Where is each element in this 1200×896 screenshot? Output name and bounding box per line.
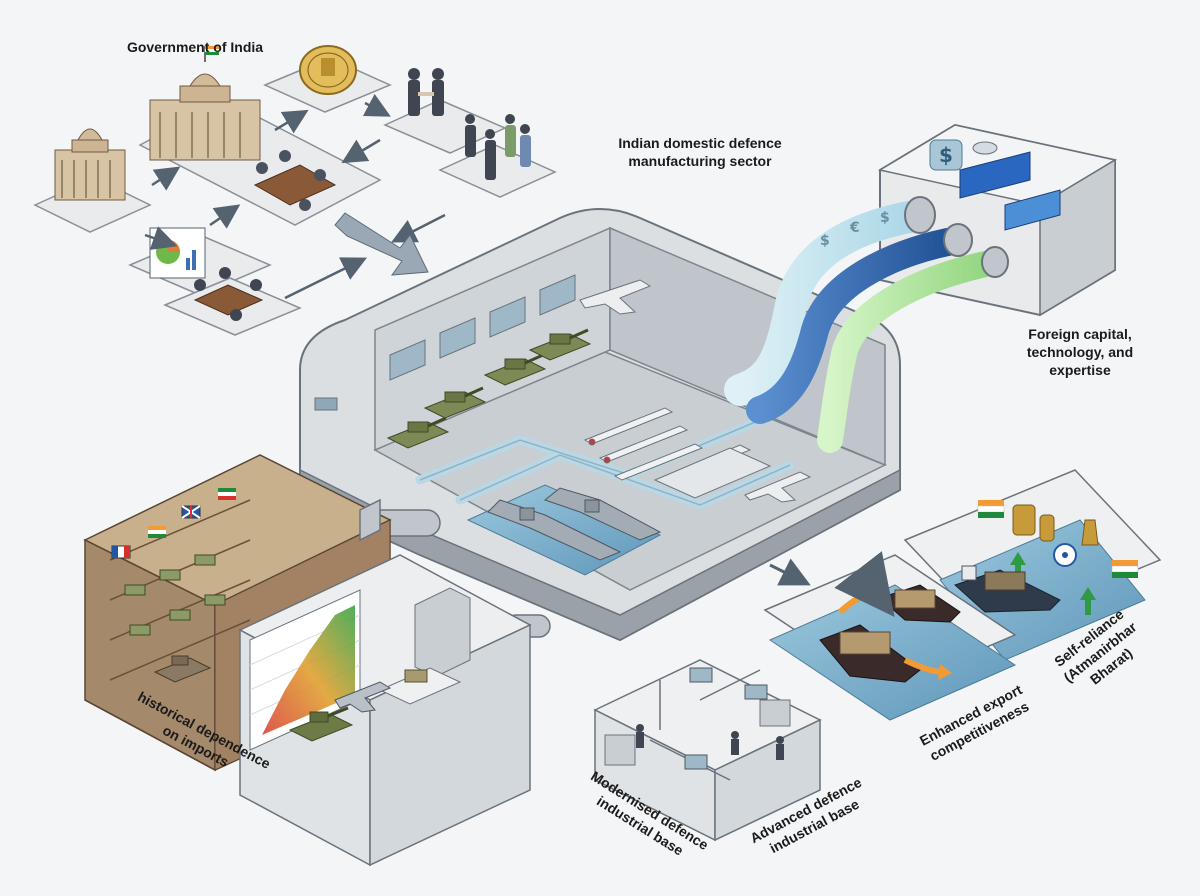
flag-icon <box>205 46 219 55</box>
svg-text:$: $ <box>820 233 830 249</box>
foreign-capital-line-2: technology, and <box>1026 344 1134 360</box>
tank-icon <box>153 655 212 683</box>
domestic-sector-line-2: manufacturing sector <box>628 153 772 169</box>
svg-text:$: $ <box>880 210 890 226</box>
trophy-icon <box>1012 504 1099 546</box>
columns <box>61 160 111 198</box>
tank-icon <box>288 706 354 742</box>
flag-icon <box>977 500 1139 578</box>
meeting-table-icon <box>253 150 337 211</box>
supply-pipes: $ € $ <box>724 196 1009 453</box>
government-label: Government of India <box>100 38 290 56</box>
domestic-sector-line-1: Indian domestic defence <box>618 135 782 151</box>
chakra-icon <box>1053 543 1077 567</box>
labs-cluster <box>593 659 822 842</box>
domestic-sector-label: Indian domestic defence manufacturing se… <box>595 134 805 170</box>
svg-text:$: $ <box>939 143 953 167</box>
group-people <box>465 114 531 180</box>
export-panel <box>763 551 1017 721</box>
government-cluster <box>33 45 557 336</box>
government-label-text: Government of India <box>126 39 264 55</box>
growth-arrow-icon <box>1010 552 1096 615</box>
handshake-icon <box>408 68 444 116</box>
factory-building <box>299 208 901 642</box>
flag-icon <box>111 488 236 559</box>
warship-icon <box>487 487 662 561</box>
foreign-machine: $ <box>877 123 1118 317</box>
pie-chart-icon <box>149 227 206 279</box>
cargo-ship-icon <box>819 584 961 683</box>
cargo-ship-icon <box>954 565 1061 613</box>
svg-text:€: € <box>849 220 860 236</box>
tank-icon <box>386 328 592 449</box>
foreign-capital-line-3: expertise <box>1049 362 1111 378</box>
growth-room <box>238 554 532 867</box>
jet-icon <box>334 681 392 713</box>
foreign-capital-label: Foreign capital, technology, and experti… <box>1005 325 1155 379</box>
foreign-capital-line-1: Foreign capital, <box>1028 326 1132 342</box>
emblem-seal-icon <box>299 45 357 95</box>
big-arrow-to-factory <box>334 212 429 276</box>
missile-icon <box>583 407 704 481</box>
